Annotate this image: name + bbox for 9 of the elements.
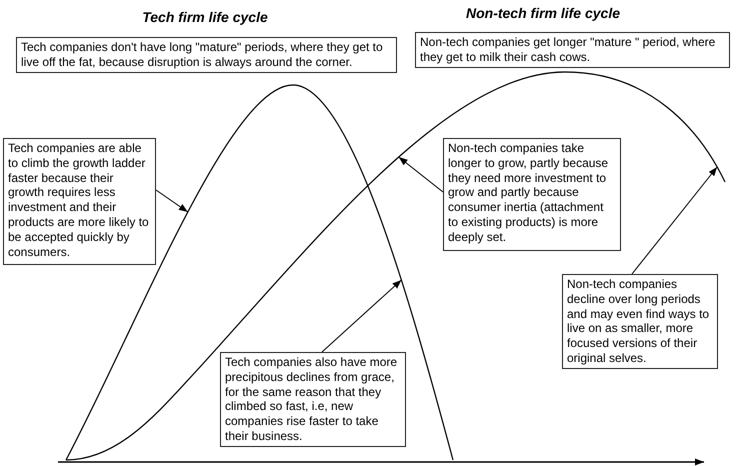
section-title: Non-tech firm life cycle xyxy=(466,5,620,21)
callout-note: Non-tech companies get longer "mature " period, where they get to milk their cash cows. xyxy=(415,32,730,68)
callout-note: Tech companies are able to climb the growth ladder faster because their growth requires less investment and their products are more likely to be accepted quickly by consumers. xyxy=(3,138,156,265)
section-title: Tech firm life cycle xyxy=(142,9,268,25)
leader-arrow xyxy=(156,190,188,212)
leader-arrow xyxy=(398,156,444,192)
callout-note: Tech companies don't have long "mature" periods, where they get to live off the fat, because disruption is always around the corner. xyxy=(16,37,397,73)
leader-arrow xyxy=(632,166,718,274)
leader-arrow xyxy=(322,280,402,352)
